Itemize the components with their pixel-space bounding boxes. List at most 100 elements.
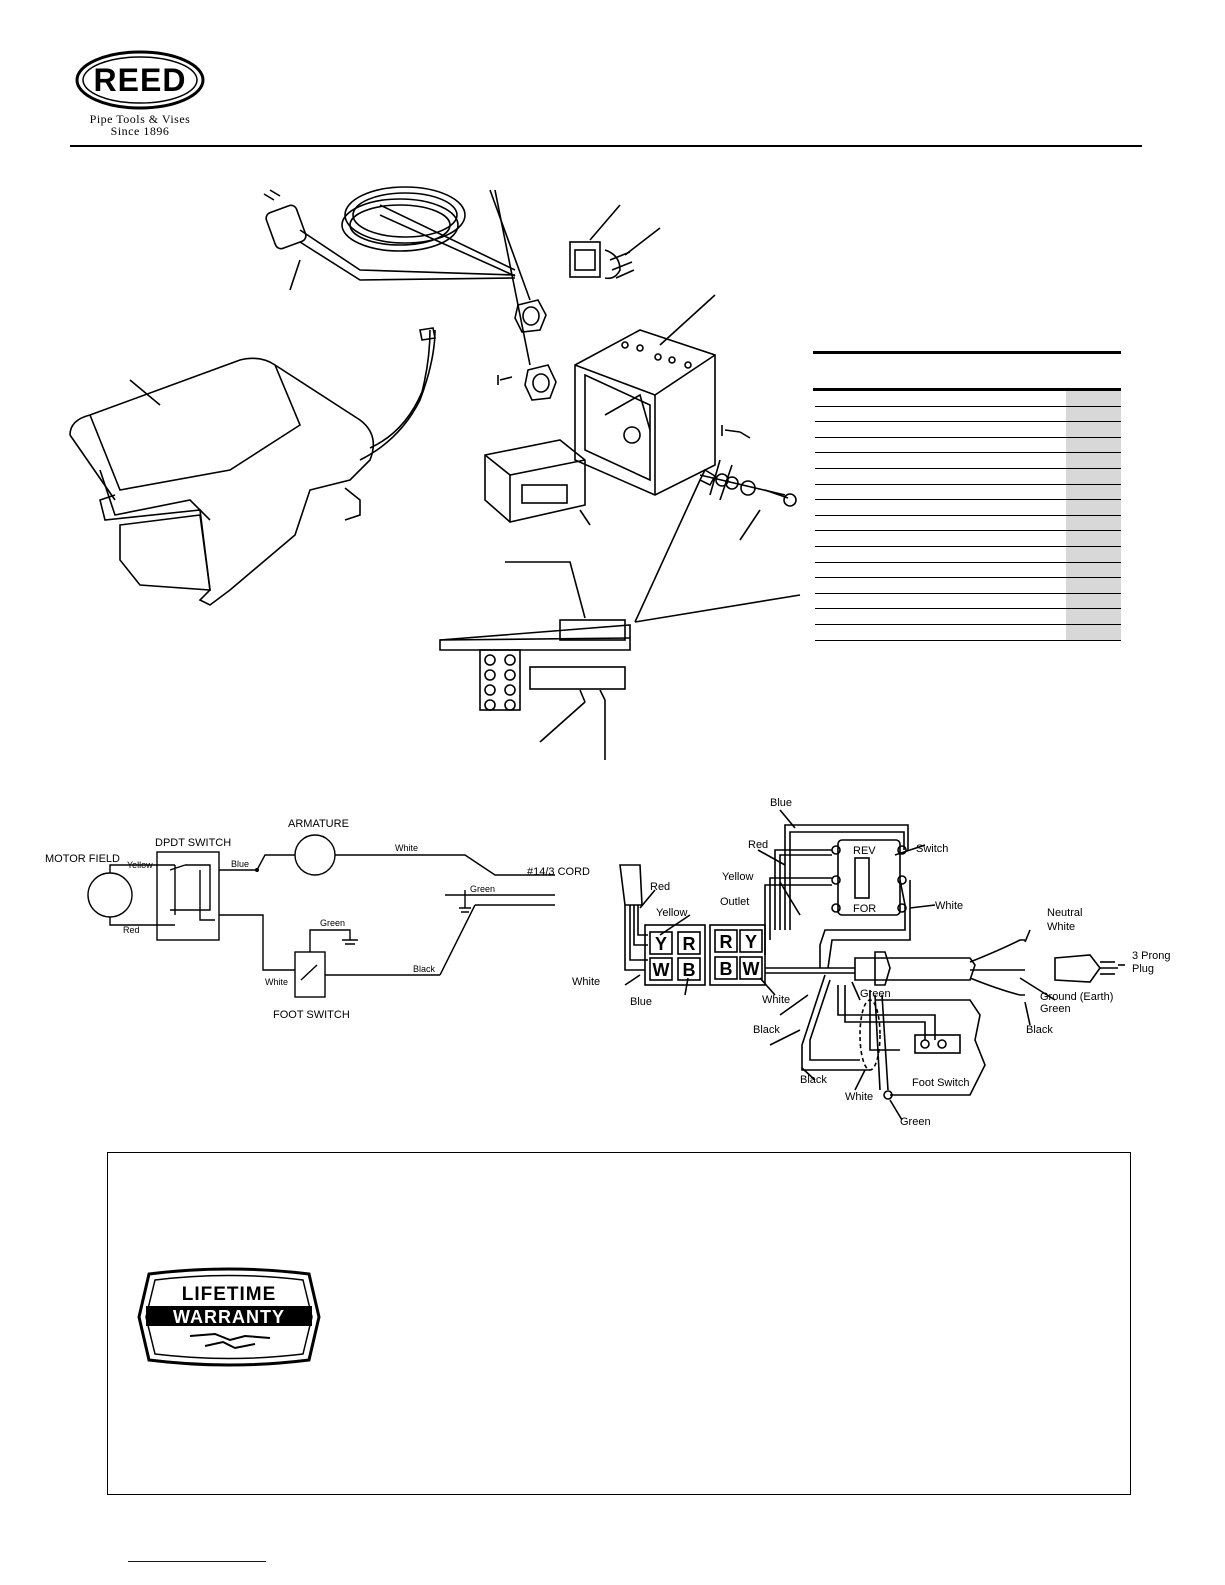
plug-label-2: Plug	[1132, 963, 1154, 975]
dpdt-switch-drawing	[569, 204, 661, 280]
tagline-line1: Pipe Tools & Vises	[89, 112, 191, 126]
green-bottom-label: Green	[900, 1116, 931, 1128]
lifetime-warranty-badge: LIFETIME WARRANTY	[135, 1267, 323, 1367]
parts-table-qty-cell	[1066, 484, 1121, 500]
switch-rev-label: REV	[853, 845, 876, 857]
black-label-2: Black	[800, 1074, 827, 1086]
warranty-box	[107, 1152, 1131, 1495]
wire-blue-label: Blue	[231, 859, 249, 869]
parts-table-qty-cell	[1066, 468, 1121, 484]
ground-label-2: Green	[1040, 1003, 1071, 1015]
outlet-cell-y: Y	[745, 932, 757, 952]
parts-table-qty-cell	[1066, 515, 1121, 531]
parts-table-qty-cell	[1066, 609, 1121, 624]
tagline-line2: Since 1896	[110, 124, 170, 138]
white-foot-label: White	[845, 1091, 873, 1103]
parts-table-row	[815, 515, 1121, 532]
parts-table-row	[815, 500, 1121, 516]
parts-table-qty-cell	[1066, 391, 1121, 406]
foot-pedal-drawing	[69, 327, 436, 606]
left-cell-w: W	[653, 960, 670, 980]
wire-green-label-2: Green	[320, 918, 345, 928]
outlet-cell-b: B	[720, 959, 733, 979]
cord-green-label: Green	[860, 988, 891, 1000]
exploded-parts-drawing	[69, 186, 801, 760]
left-cell-r: R	[683, 934, 696, 954]
parts-table-qty-cell	[1066, 437, 1121, 453]
footer-link-underline[interactable]	[128, 1561, 266, 1562]
left-red-label: Red	[650, 881, 670, 893]
parts-table-qty-cell	[1066, 624, 1121, 640]
cord-label: #14/3 CORD	[527, 866, 590, 878]
plug-black-label: Black	[1026, 1024, 1053, 1036]
parts-table-row	[815, 453, 1121, 469]
dpdt-switch-label: DPDT SWITCH	[155, 837, 231, 849]
wire-white-label-2: White	[265, 977, 288, 987]
schematic-diagram: MOTOR FIELD DPDT SWITCH ARMATURE #14/3 C…	[45, 818, 590, 1021]
parts-table-qty-cell	[1066, 546, 1121, 562]
rev-for-switch	[837, 839, 901, 916]
handshake-icon	[189, 1332, 271, 1350]
power-cord-drawing	[263, 186, 516, 291]
wire-yellow-label: Yellow	[127, 860, 153, 870]
white-switch-label: White	[935, 900, 963, 912]
outlet-white-label: White	[762, 994, 790, 1006]
armature-label: ARMATURE	[288, 818, 349, 830]
motor-field-label: MOTOR FIELD	[45, 853, 120, 865]
left-cell-y: Y	[655, 934, 667, 954]
receptacle-drawing	[484, 439, 591, 526]
parts-table-qty-cell	[1066, 422, 1121, 437]
parts-table-row	[815, 437, 1121, 454]
parts-table-header-rule	[813, 388, 1121, 391]
wire-red-label: Red	[123, 925, 140, 935]
parts-table-qty-cell	[1066, 500, 1121, 515]
left-yellow-label: Yellow	[656, 907, 687, 919]
brand-logo: REED	[75, 50, 205, 110]
foot-switch-label: FOOT SWITCH	[273, 1009, 350, 1021]
parts-table-row	[815, 546, 1121, 563]
reed-logo-mark: REED	[75, 50, 205, 110]
parts-table-row	[815, 484, 1121, 501]
outlet-cell-w: W	[743, 959, 760, 979]
motor-field-symbol	[87, 872, 133, 918]
plug-label-1: 3 Prong	[1132, 950, 1171, 962]
parts-table-row	[815, 468, 1121, 485]
red-top-label: Red	[748, 839, 768, 851]
three-prong-plug	[1054, 954, 1101, 983]
black-label-1: Black	[753, 1024, 780, 1036]
neutral-label: Neutral	[1047, 907, 1082, 919]
hardware-drawing	[634, 425, 797, 623]
left-white-label: White	[572, 976, 600, 988]
dpdt-switch-symbol	[156, 851, 220, 941]
parts-table-qty-cell	[1066, 453, 1121, 468]
parts-table-row	[815, 406, 1121, 423]
parts-table-row	[815, 531, 1121, 547]
parts-table-row	[815, 624, 1121, 641]
switch-for-label: FOR	[853, 903, 876, 915]
header-rule	[70, 145, 1142, 147]
left-cell-b: B	[683, 960, 696, 980]
parts-table-row	[815, 562, 1121, 579]
left-blue-label: Blue	[630, 996, 652, 1008]
parts-table-row	[815, 391, 1121, 407]
parts-table-qty-cell	[1066, 531, 1121, 546]
outlet-cell-r: R	[720, 932, 733, 952]
bushing-drawing	[497, 299, 557, 401]
foot-switch-symbol	[294, 951, 326, 998]
parts-table-row	[815, 578, 1121, 594]
badge-line1: LIFETIME	[182, 1284, 277, 1305]
switch-detail-drawing	[439, 561, 801, 760]
parts-table-row	[815, 609, 1121, 625]
wire-white-label: White	[395, 843, 418, 853]
foot-switch-label-wiring: Foot Switch	[912, 1077, 969, 1089]
parts-table-row	[815, 593, 1121, 610]
blue-top-label: Blue	[770, 797, 792, 809]
ground-label-1: Ground (Earth)	[1040, 991, 1113, 1003]
parts-table	[815, 391, 1121, 641]
parts-table-qty-cell	[1066, 578, 1121, 593]
switch-label: Switch	[916, 843, 948, 855]
switch-box-drawing	[574, 294, 716, 496]
parts-table-top-rule	[813, 351, 1121, 354]
neutral-white-label: White	[1047, 921, 1075, 933]
badge-line2: WARRANTY	[173, 1307, 285, 1327]
